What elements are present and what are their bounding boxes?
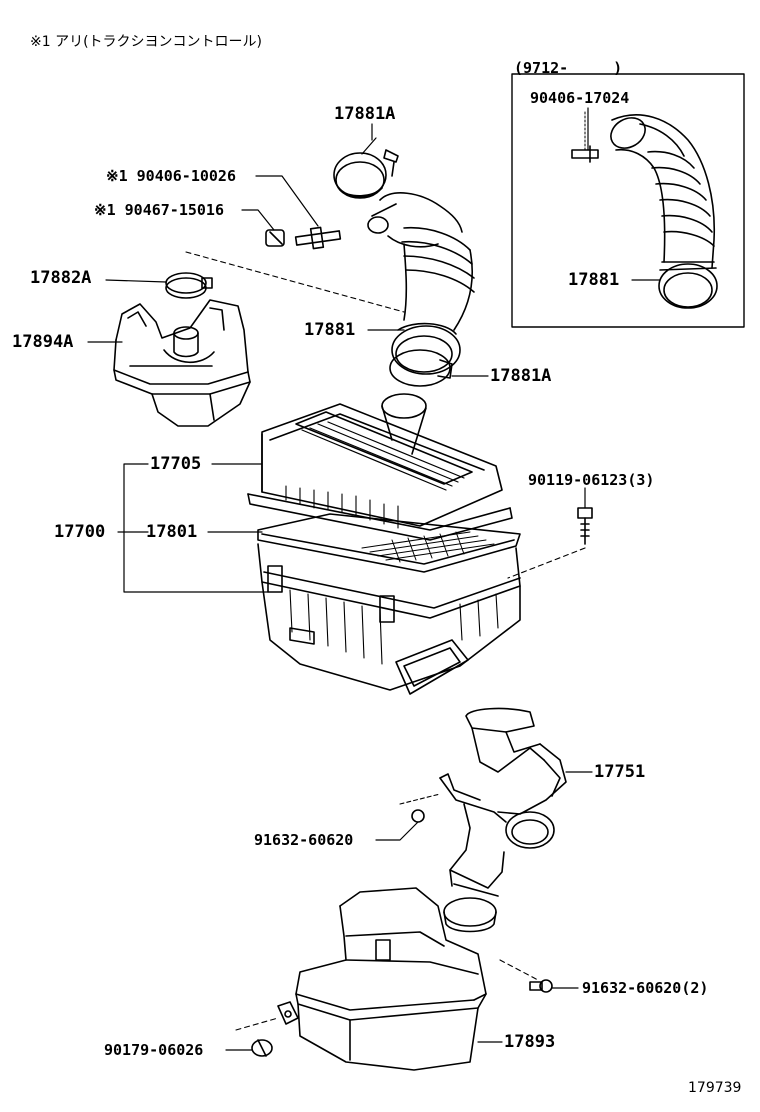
- label-17801: 17801: [146, 522, 198, 542]
- intake-duct-17751: [440, 709, 566, 932]
- leader-lines: [88, 108, 660, 1050]
- label-inset-17881: 17881: [568, 270, 620, 290]
- bolt-91632-60620-icon: [400, 794, 440, 822]
- label-17700: 17700: [54, 522, 106, 542]
- label-17881a-bottom: 17881A: [490, 366, 552, 386]
- bolt-90119-06123-icon: [508, 508, 592, 578]
- label-90467-15016: ※1 90467-15016: [94, 201, 224, 219]
- label-90119-06123: 90119-06123(3): [528, 471, 655, 489]
- label-91632-60620-pair: 91632-60620(2): [582, 979, 709, 997]
- figure-number: 179739: [688, 1080, 742, 1096]
- inset-frame: [512, 74, 744, 327]
- label-90179-06026: 90179-06026: [104, 1041, 204, 1059]
- resonator-17894a: [114, 300, 250, 426]
- hose-clamp-17881a-top: [334, 138, 398, 198]
- air-cleaner-upper-case-17705: [248, 394, 512, 540]
- bolt-90406-10026-icon: [296, 227, 341, 248]
- resonator-17893: [236, 888, 486, 1070]
- bolt-91632-60620-pair-icon: [500, 960, 552, 992]
- air-cleaner-lower-case-17700: [258, 544, 520, 694]
- inset-date-range: (9712- ): [514, 59, 623, 77]
- clip-90467-15016-icon: [266, 230, 284, 246]
- label-17882a: 17882A: [30, 268, 92, 288]
- label-91632-60620: 91632-60620: [254, 831, 354, 849]
- label-17893: 17893: [504, 1032, 556, 1052]
- hose-clamp-17882a: [166, 273, 212, 298]
- intake-hose-17881: [368, 193, 474, 386]
- air-filter-element-17801: [258, 514, 520, 572]
- label-90406-17024: 90406-17024: [530, 89, 630, 107]
- label-17705: 17705: [150, 454, 202, 474]
- leader-dashed-17882a-hose: [186, 252, 404, 312]
- note-traction-control: ※1 アリ(トラクシヨンコントロール): [30, 34, 263, 50]
- label-17881a-top: 17881A: [334, 104, 396, 124]
- label-17881: 17881: [304, 320, 356, 340]
- label-90406-10026: ※1 90406-10026: [106, 167, 236, 185]
- nut-90179-06026-icon: [252, 1040, 272, 1056]
- inset-intake-hose-17881: [605, 112, 717, 308]
- inset-clamp-bolt-icon: [572, 112, 598, 162]
- label-17751: 17751: [594, 762, 646, 782]
- label-17894a: 17894A: [12, 332, 74, 352]
